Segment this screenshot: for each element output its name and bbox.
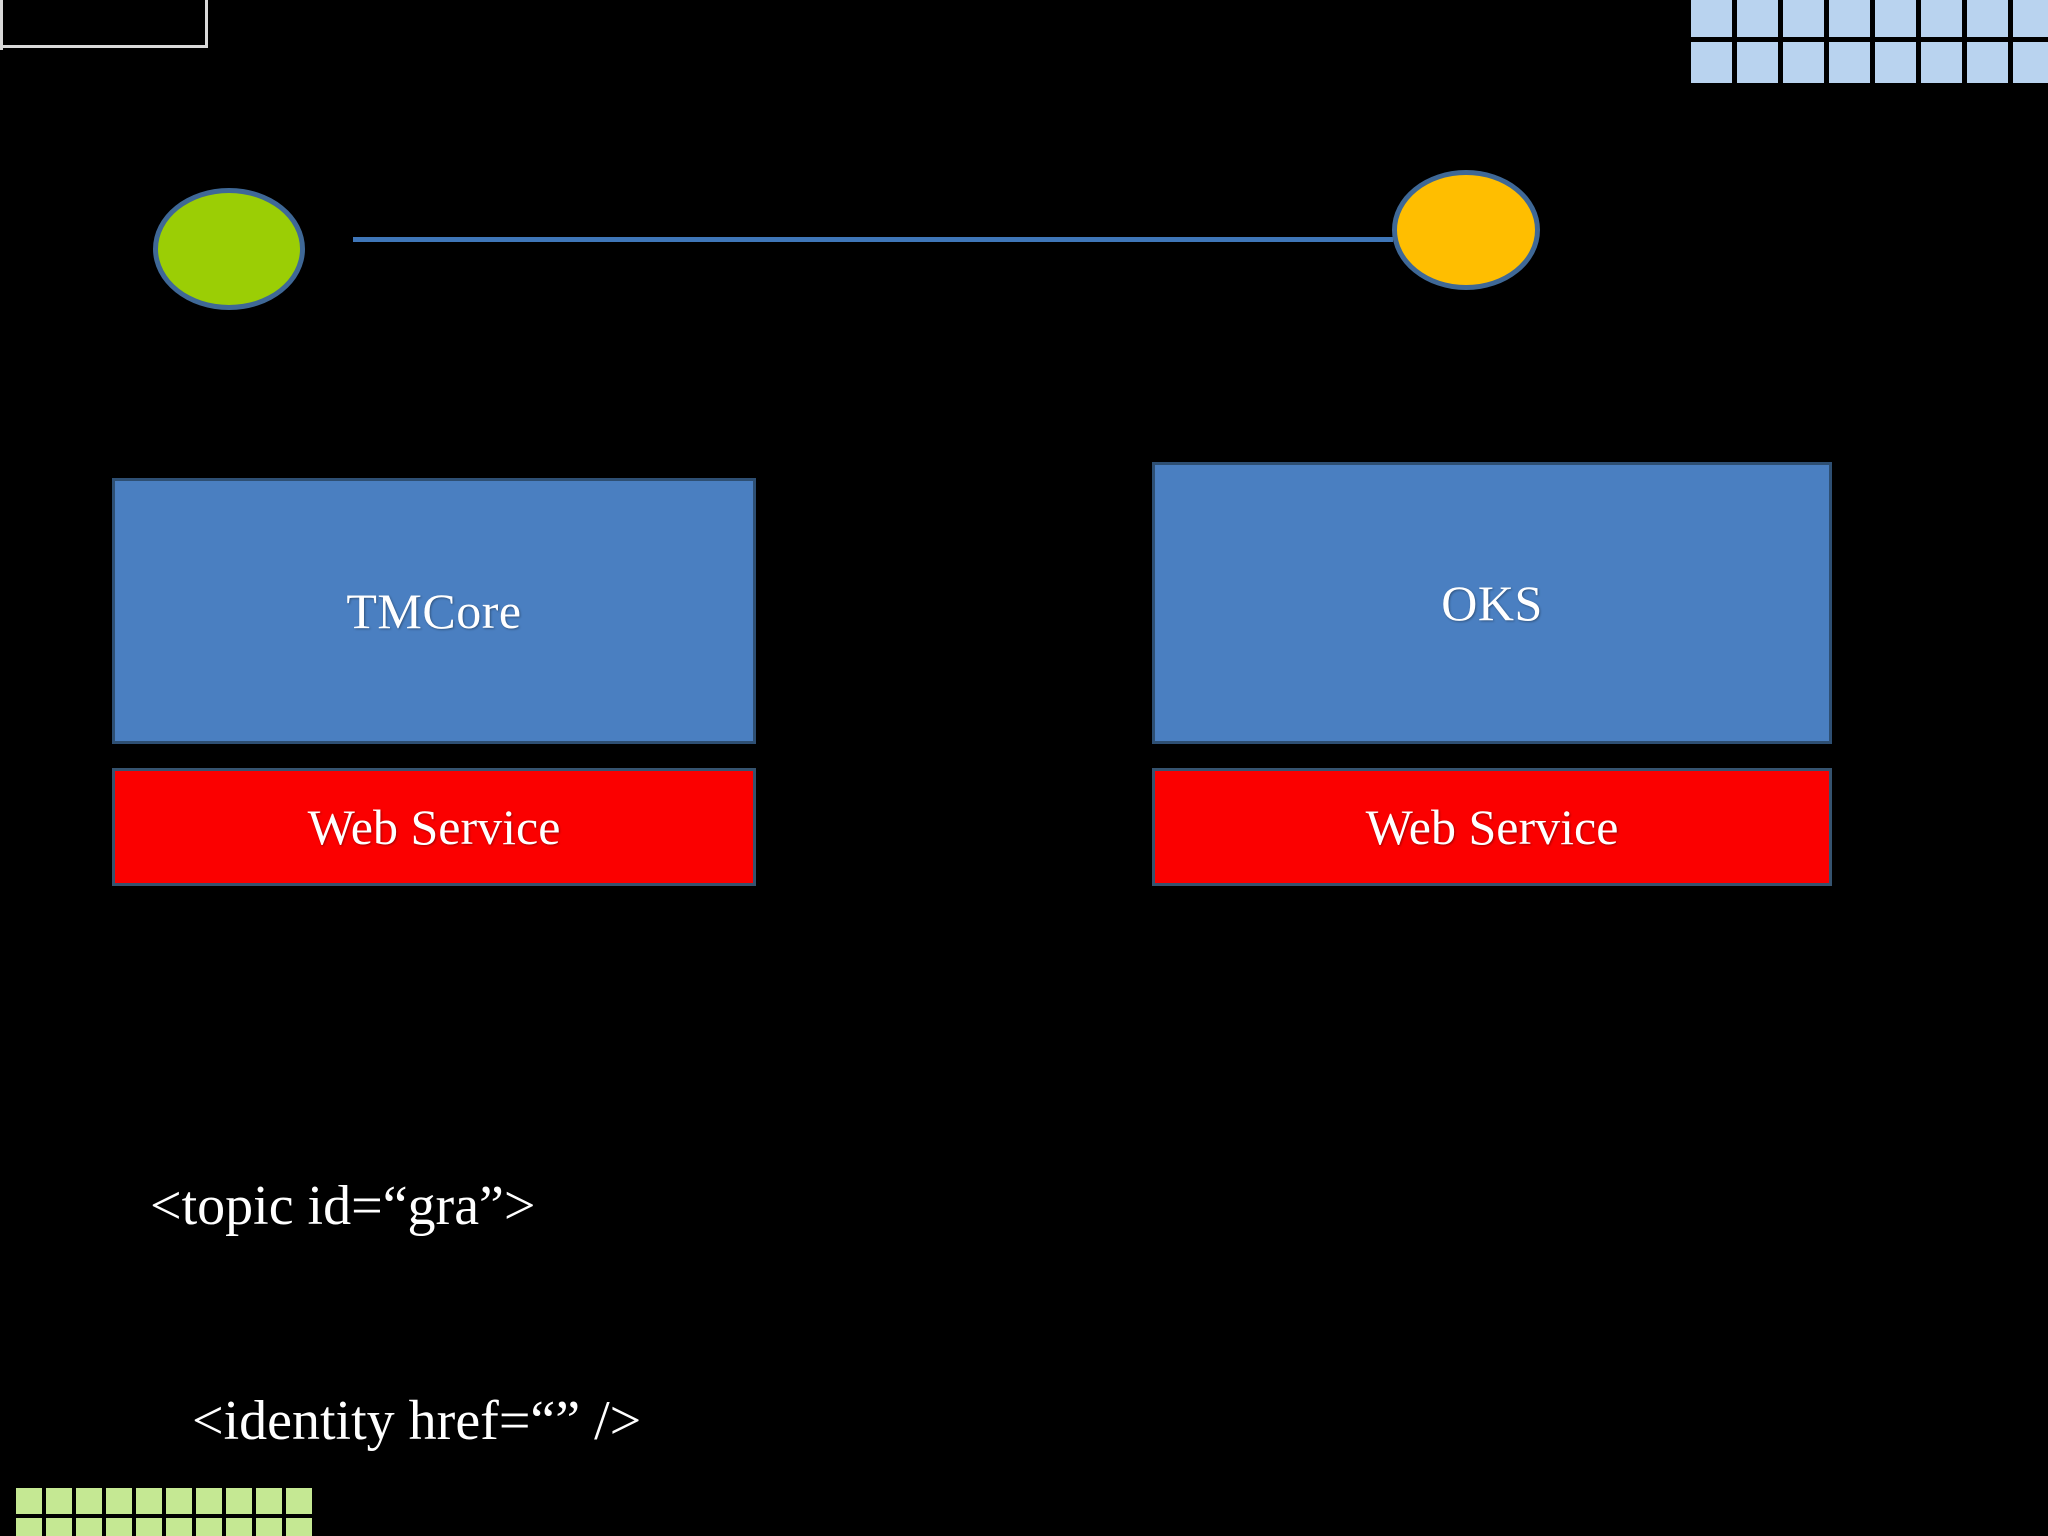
grid-cell xyxy=(106,1518,132,1536)
component-tmcore-web-service-box[interactable]: Web Service xyxy=(112,768,756,886)
grid-cell xyxy=(1829,42,1870,83)
grid-cell xyxy=(1967,42,2008,83)
grid-cell xyxy=(1921,42,1962,83)
grid-cell xyxy=(256,1518,282,1536)
grid-cell xyxy=(136,1518,162,1536)
grid-cell xyxy=(196,1488,222,1514)
grid-cell xyxy=(106,1488,132,1514)
grid-cell xyxy=(1875,0,1916,37)
decor-grid-top-right xyxy=(1691,0,2048,83)
decor-grid-bottom-left xyxy=(16,1488,312,1536)
component-tmcore-title: TMCore xyxy=(346,583,522,639)
grid-cell xyxy=(166,1488,192,1514)
grid-cell xyxy=(1875,42,1916,83)
grid-cell xyxy=(286,1488,312,1514)
component-oks-web-service-box[interactable]: Web Service xyxy=(1152,768,1832,886)
grid-cell xyxy=(1691,42,1732,83)
slide-frame-left-rule xyxy=(0,0,3,50)
grid-cell xyxy=(1691,0,1732,37)
association-connector xyxy=(353,237,1393,242)
code-line-identity: <identity href=“” /> xyxy=(150,1390,642,1453)
topic-node-green[interactable] xyxy=(153,188,305,310)
grid-cell xyxy=(196,1518,222,1536)
grid-cell xyxy=(46,1518,72,1536)
component-tmcore-title-box[interactable]: TMCore xyxy=(112,478,756,744)
component-oks: OKS Web Service xyxy=(1152,462,1832,886)
component-oks-title-box[interactable]: OKS xyxy=(1152,462,1832,744)
code-line-topic: <topic id=“gra”> xyxy=(150,1175,536,1238)
topic-node-orange[interactable] xyxy=(1392,170,1540,290)
grid-cell xyxy=(16,1518,42,1536)
grid-cell xyxy=(1829,0,1870,37)
grid-cell xyxy=(1783,42,1824,83)
grid-cell xyxy=(136,1488,162,1514)
grid-cell xyxy=(1967,0,2008,37)
grid-cell xyxy=(1921,0,1962,37)
component-oks-web-service-label: Web Service xyxy=(1365,799,1619,855)
grid-cell xyxy=(76,1488,102,1514)
grid-cell xyxy=(166,1518,192,1536)
component-oks-title: OKS xyxy=(1441,575,1543,631)
grid-cell xyxy=(2013,0,2048,37)
grid-cell xyxy=(2013,42,2048,83)
grid-cell xyxy=(16,1488,42,1514)
component-tmcore: TMCore Web Service xyxy=(112,478,756,886)
grid-cell xyxy=(286,1518,312,1536)
grid-cell xyxy=(1783,0,1824,37)
slide-frame-accent xyxy=(0,0,208,48)
grid-cell xyxy=(1737,0,1778,37)
component-tmcore-web-service-label: Web Service xyxy=(307,799,561,855)
grid-cell xyxy=(46,1488,72,1514)
grid-cell xyxy=(226,1488,252,1514)
grid-cell xyxy=(256,1488,282,1514)
xml-code-block: <topic id=“gra”> <identity href=“” /> <a… xyxy=(150,1028,1250,1536)
grid-cell xyxy=(1737,42,1778,83)
grid-cell xyxy=(226,1518,252,1536)
grid-cell xyxy=(76,1518,102,1536)
